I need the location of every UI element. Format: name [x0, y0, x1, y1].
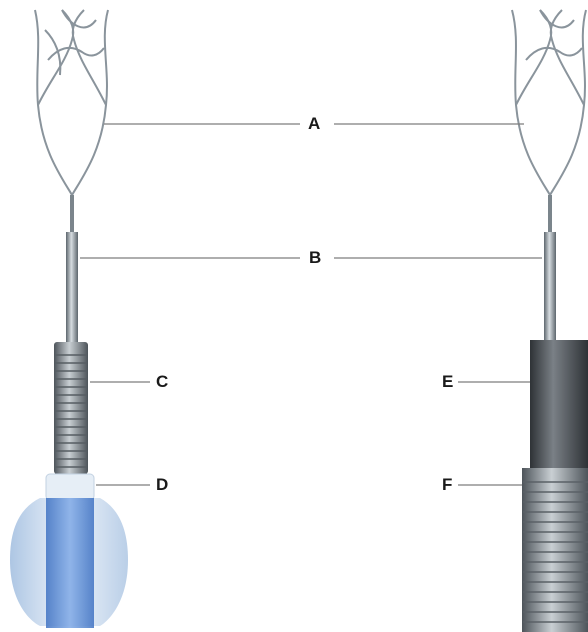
right-device	[512, 10, 588, 632]
left-ring	[46, 474, 94, 500]
right-sheath	[530, 340, 588, 468]
label-a: A	[308, 114, 320, 134]
leader-lines	[80, 124, 542, 485]
right-wire-neck	[548, 195, 552, 233]
label-c: C	[156, 372, 168, 392]
left-balloon-core	[46, 498, 94, 628]
left-wire-neck	[70, 195, 74, 233]
right-basket	[512, 10, 586, 195]
left-coil	[54, 342, 88, 474]
left-shaft	[66, 232, 78, 342]
right-shaft	[544, 232, 556, 340]
left-device	[10, 10, 128, 628]
left-coil-rings	[55, 355, 87, 467]
label-e: E	[442, 372, 453, 392]
label-b: B	[309, 248, 321, 268]
label-d: D	[156, 475, 168, 495]
label-f: F	[442, 475, 452, 495]
left-basket	[35, 10, 108, 195]
